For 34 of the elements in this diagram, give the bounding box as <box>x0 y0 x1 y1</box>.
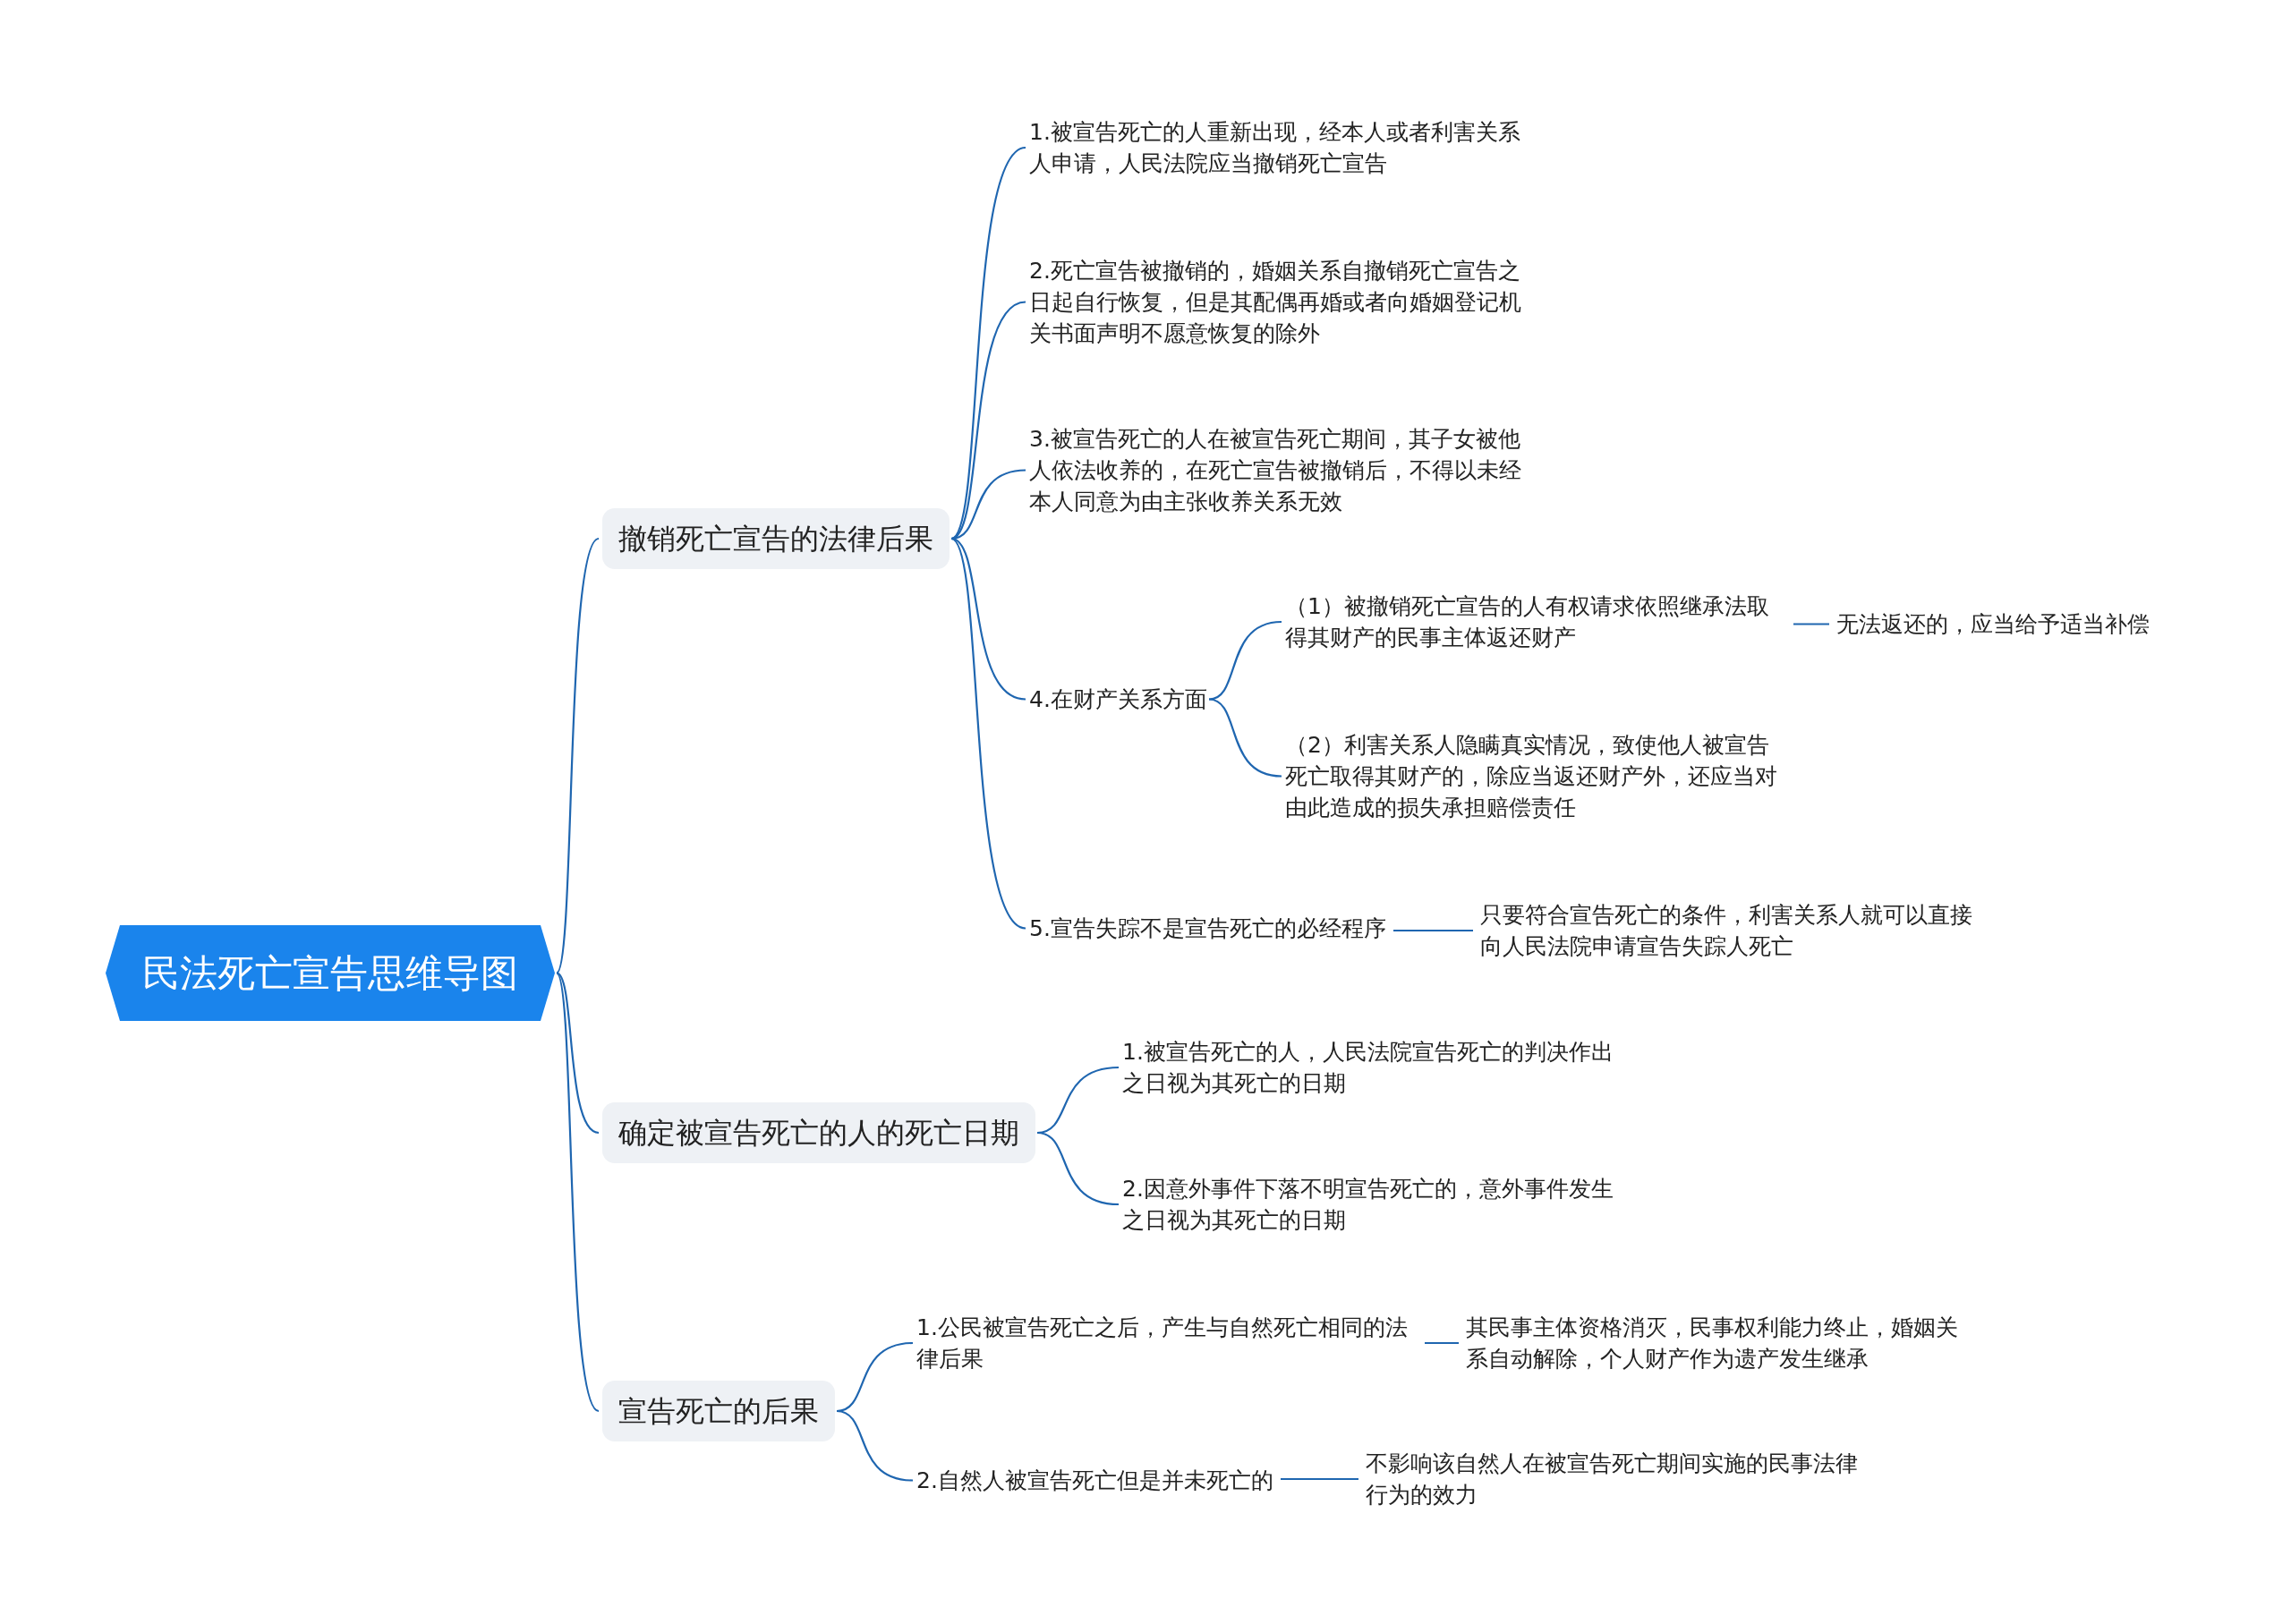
connector-line <box>556 538 600 974</box>
topic-box: 确定被宣告死亡的人的死亡日期 <box>602 1102 1035 1163</box>
subtopic-text: 1.公民被宣告死亡之后，产生与自然死亡相同的法律后果 <box>916 1312 1418 1374</box>
subtopic-text: 只要符合宣告死亡的条件，利害关系人就可以直接向人民法院申请宣告失踪人死亡 <box>1480 899 1981 962</box>
subtopic-text: 1.被宣告死亡的人，人民法院宣告死亡的判决作出之日视为其死亡的日期 <box>1122 1036 1623 1099</box>
connector-line <box>1281 1477 1358 1481</box>
central-topic: 民法死亡宣告思维导图 <box>106 925 555 1021</box>
connector-line <box>836 1409 914 1482</box>
subtopic-text: 无法返还的，应当给予适当补偿 <box>1836 608 2150 640</box>
connector-line <box>1793 623 1829 625</box>
connector-line <box>556 973 600 1412</box>
subtopic-text: 不影响该自然人在被宣告死亡期间实施的民事法律行为的效力 <box>1366 1448 1867 1510</box>
connector-line <box>950 147 1026 540</box>
subtopic-text: （1）被撤销死亡宣告的人有权请求依照继承法取得其财产的民事主体返还财产 <box>1285 591 1786 653</box>
connector-line <box>950 538 1026 701</box>
subtopic-text: 5.宣告失踪不是宣告死亡的必经程序 <box>1029 913 1386 944</box>
connector-line <box>1425 1341 1459 1345</box>
subtopic-text: 2.自然人被宣告死亡但是并未死亡的 <box>916 1465 1273 1496</box>
subtopic-text: （2）利害关系人隐瞒真实情况，致使他人被宣告死亡取得其财产的，除应当返还财产外，还应当对由此造成的损失承担赔偿责任 <box>1285 729 1786 823</box>
connector-line <box>1393 929 1473 932</box>
subtopic-text: 其民事主体资格消灭，民事权利能力终止，婚姻关系自动解除，个人财产作为遗产发生继承 <box>1466 1312 1967 1374</box>
connector-line <box>556 972 600 1134</box>
connector-line <box>1036 1131 1120 1206</box>
connector-line <box>950 301 1026 540</box>
subtopic-text: 3.被宣告死亡的人在被宣告死亡期间，其子女被他人依法收养的，在死亡宣告被撤销后，不得以未经本人同意为由主张收养关系无效 <box>1029 423 1530 517</box>
connector-line <box>1208 698 1282 778</box>
subtopic-text: 1.被宣告死亡的人重新出现，经本人或者利害关系人申请，人民法院应当撤销死亡宣告 <box>1029 116 1530 179</box>
topic-box: 撤销死亡宣告的法律后果 <box>602 508 950 569</box>
topic-box: 宣告死亡的后果 <box>602 1381 835 1441</box>
subtopic-text: 2.因意外事件下落不明宣告死亡的，意外事件发生之日视为其死亡的日期 <box>1122 1173 1623 1236</box>
connector-line <box>950 538 1026 930</box>
connector-line <box>1208 620 1282 701</box>
subtopic-text: 2.死亡宣告被撤销的，婚姻关系自撤销死亡宣告之日起自行恢复，但是其配偶再婚或者向婚姻登记机关书面声明不愿意恢复的除外 <box>1029 255 1530 349</box>
subtopic-text: 4.在财产关系方面 <box>1029 684 1207 715</box>
